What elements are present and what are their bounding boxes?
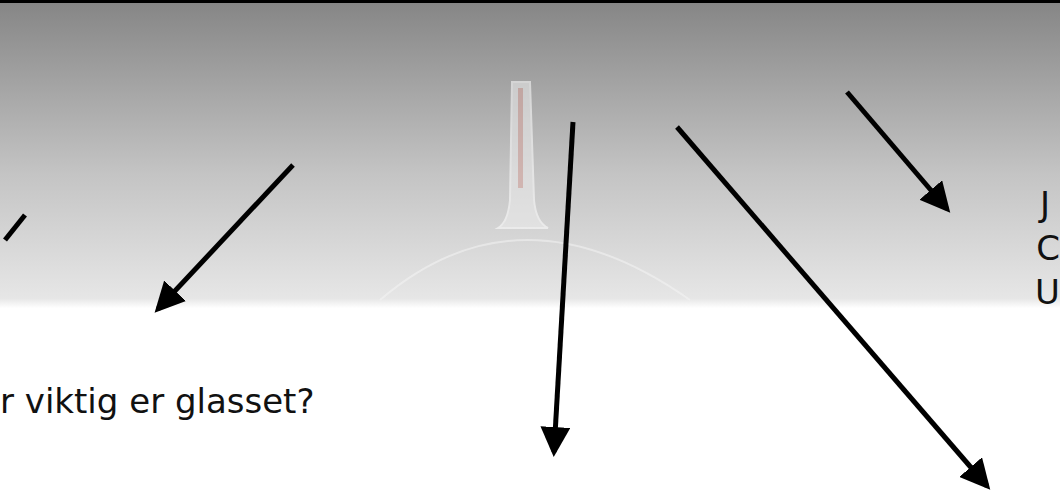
pointer-arrows — [5, 92, 987, 486]
top-rule — [0, 0, 1060, 3]
slide-question: r viktig er glasset? — [0, 381, 315, 421]
cropped-letter: C — [1036, 228, 1060, 268]
wine-glass — [380, 82, 690, 300]
cropped-letter: U — [1035, 272, 1060, 312]
cropped-letter: J — [1040, 184, 1050, 224]
